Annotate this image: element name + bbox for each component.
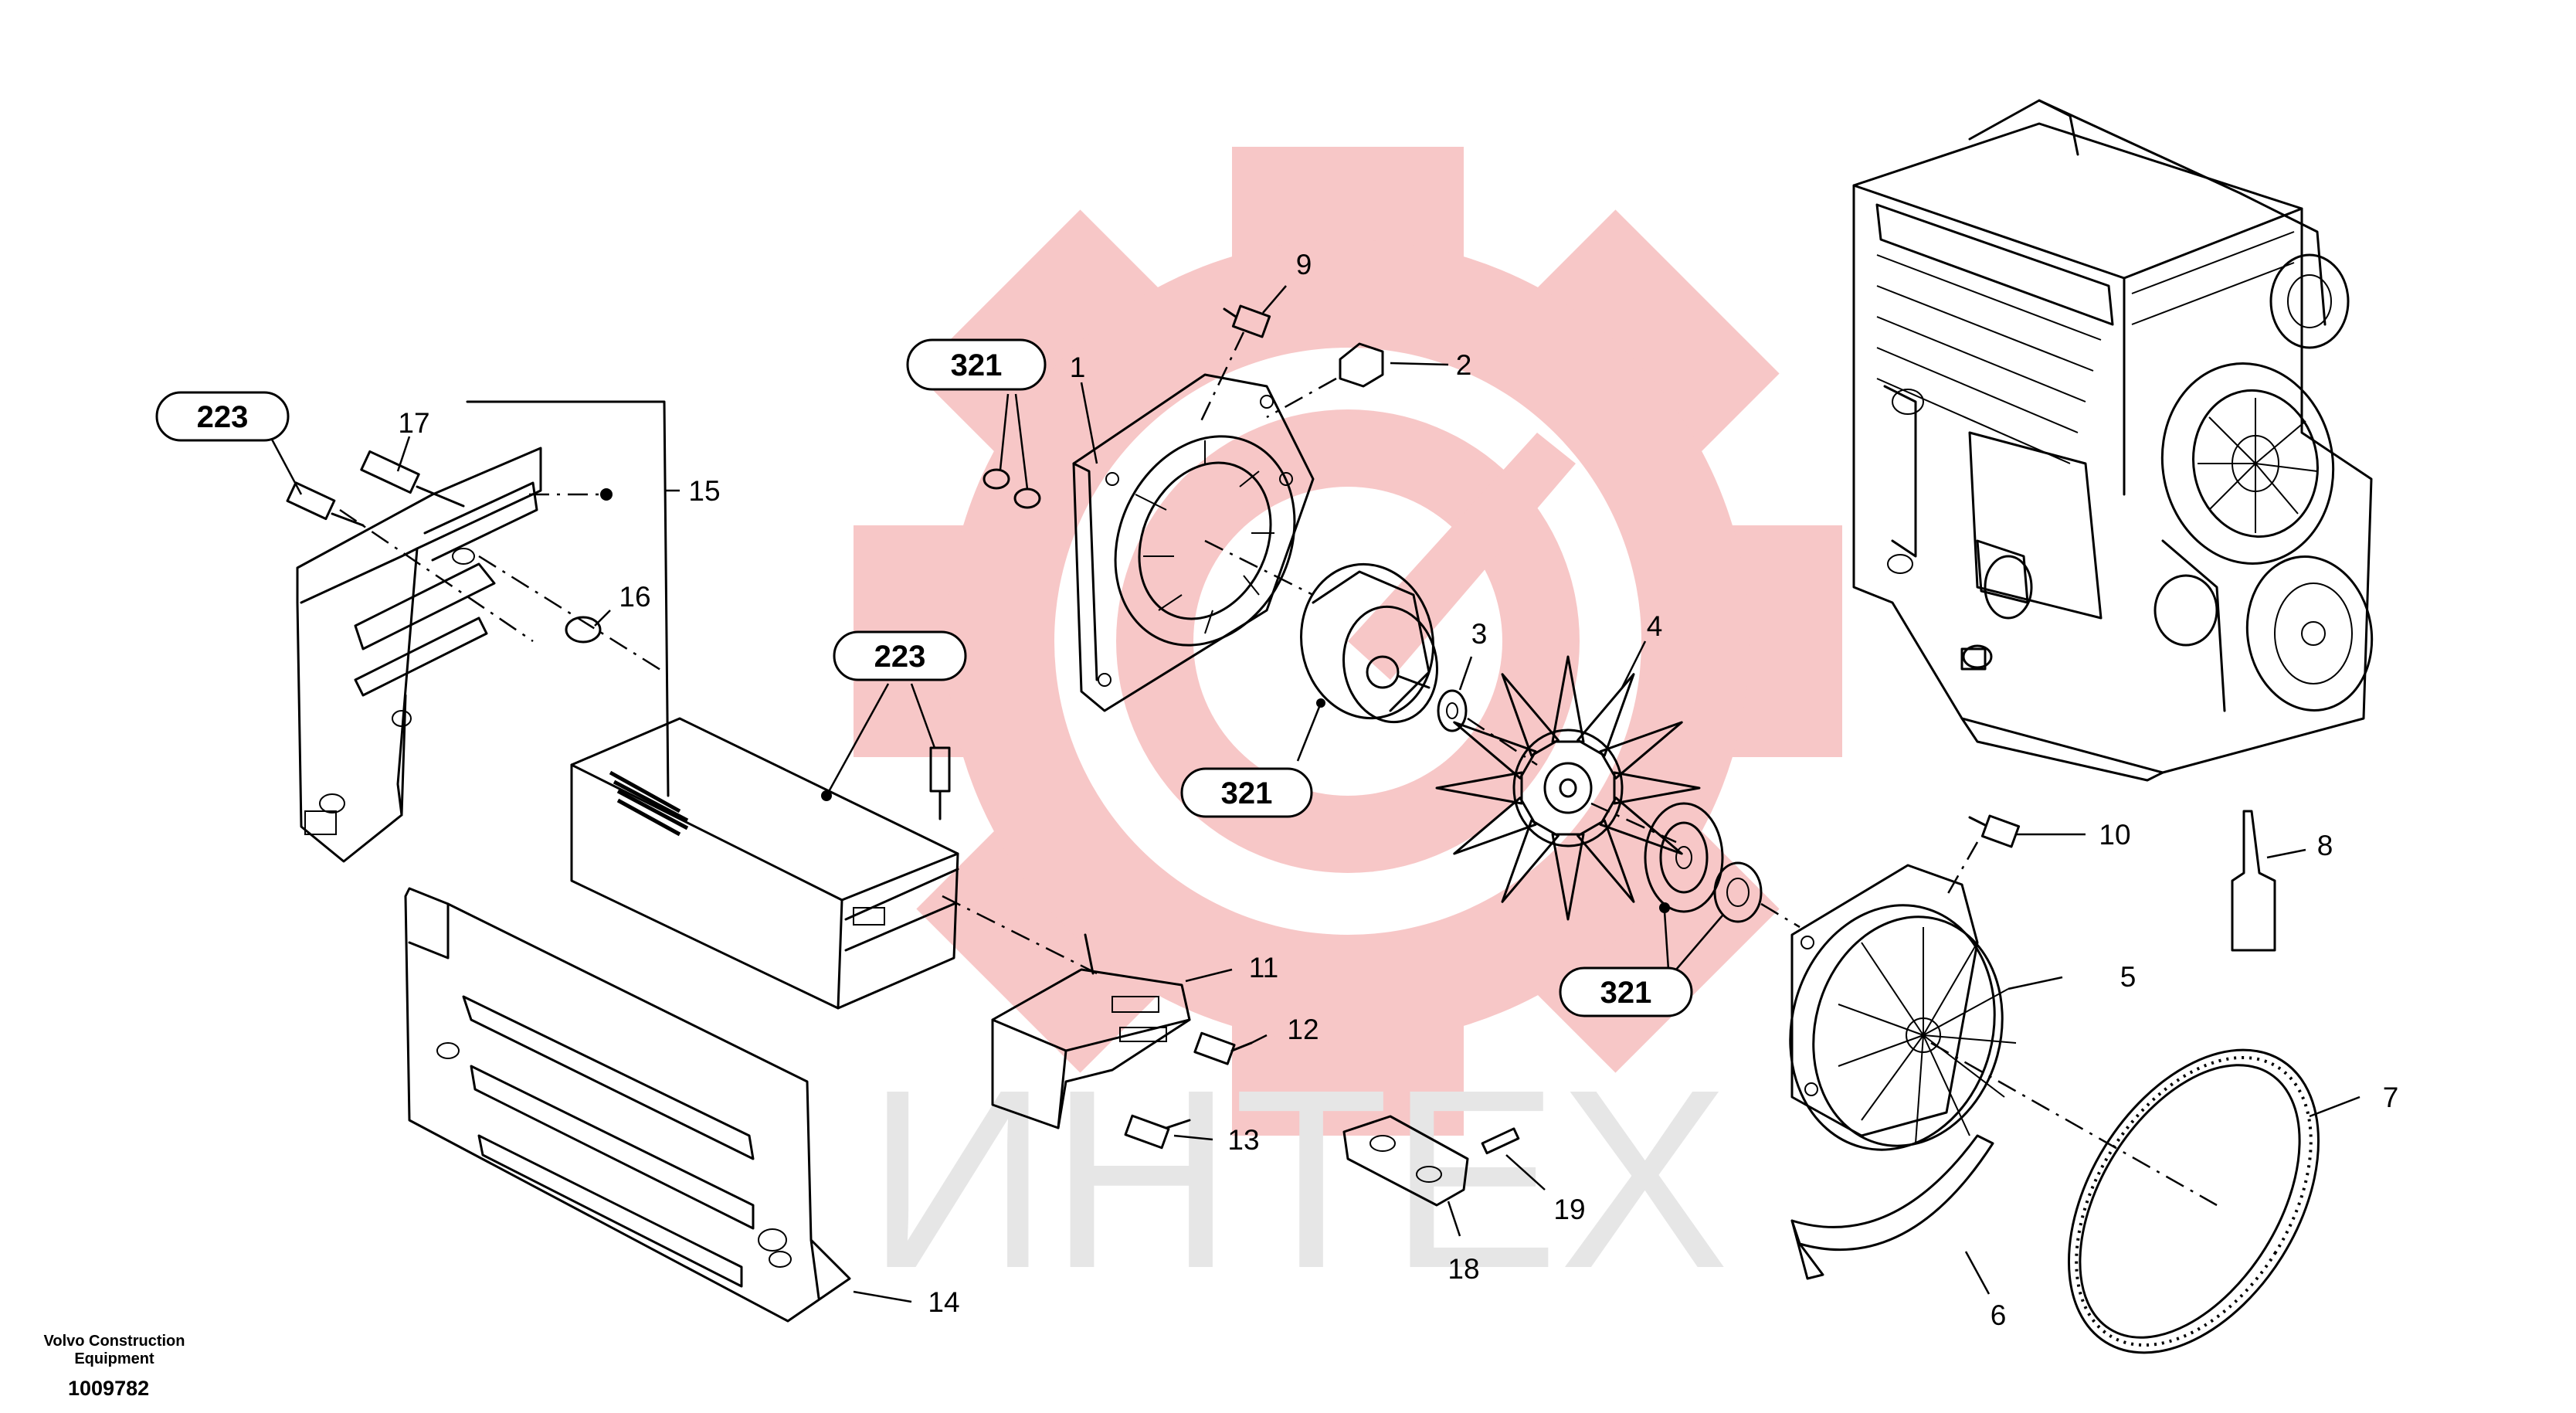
svg-text:223: 223 — [874, 640, 926, 674]
part-7-ring — [2067, 1048, 2360, 1354]
part-2-mount — [1266, 342, 1449, 419]
svg-text:321: 321 — [1600, 976, 1652, 1010]
callout-4: 4 — [1647, 610, 1663, 642]
callout-1: 1 — [1070, 352, 1086, 383]
engine — [1852, 99, 2374, 782]
drawing-number: 1009782 — [68, 1377, 149, 1400]
part-321a-nuts — [983, 393, 1041, 509]
callout-18: 18 — [1448, 1253, 1479, 1285]
part-16-nut — [565, 610, 611, 644]
callout-7: 7 — [2383, 1082, 2399, 1113]
part-11-bracket — [991, 933, 1233, 1129]
pulley — [1644, 802, 1724, 913]
callout-3: 3 — [1471, 618, 1488, 650]
callout-10: 10 — [2099, 819, 2130, 851]
callout-15: 15 — [688, 475, 720, 507]
part-8-tube — [2231, 810, 2306, 952]
part-4-fan — [1435, 640, 1701, 921]
callout-19: 19 — [1553, 1194, 1585, 1225]
pulley-nut — [1663, 861, 1800, 970]
reference-tag-321a: 321 — [906, 338, 1047, 391]
part-17-bolt — [360, 436, 465, 508]
watermark-gear-icon — [854, 147, 1842, 1136]
callout-2: 2 — [1456, 349, 1472, 381]
part-223b-bolt — [910, 683, 951, 820]
watermark-text: ИНТЕХ — [866, 1036, 1729, 1321]
part-12-bolt — [1193, 1031, 1268, 1065]
callouts: 1 2 3 4 5 6 7 8 9 10 11 12 13 14 15 16 1… — [398, 249, 2398, 1331]
part-18-bracket — [1342, 1115, 1469, 1237]
callout-6: 6 — [1991, 1299, 2007, 1331]
part-9-bolt — [1200, 285, 1287, 422]
callout-9: 9 — [1296, 249, 1312, 280]
part-13-bolt — [1124, 1114, 1213, 1150]
callout-14: 14 — [928, 1286, 959, 1318]
part-6-strap — [1790, 1134, 1994, 1295]
alternator — [1296, 562, 1439, 762]
callout-13: 13 — [1227, 1124, 1259, 1156]
reference-tag-223b: 223 — [833, 630, 967, 681]
callout-16: 16 — [619, 581, 650, 613]
part-223a-bolt — [269, 436, 365, 527]
part-14-cover-plate — [404, 887, 912, 1323]
callout-12: 12 — [1287, 1014, 1319, 1045]
part-19-pin — [1481, 1127, 1546, 1191]
reference-tag-321c: 321 — [1559, 966, 1693, 1017]
part-5-blower — [1789, 864, 2218, 1207]
part-15-bracket — [296, 400, 680, 863]
svg-text:321: 321 — [951, 348, 1003, 382]
footer: Volvo Construction Equipment 1009782 — [44, 1333, 185, 1400]
callout-5: 5 — [2120, 961, 2136, 993]
reference-tag-321b: 321 — [1180, 767, 1313, 818]
company-name-line2: Equipment — [74, 1350, 154, 1367]
part-1-fan-housing — [1072, 373, 1315, 712]
callout-17: 17 — [398, 407, 429, 439]
control-box — [570, 683, 1098, 1010]
reference-tag-223a: 223 — [155, 391, 290, 442]
part-10-bolt — [1945, 814, 2086, 897]
svg-text:223: 223 — [197, 400, 249, 434]
callout-11: 11 — [1249, 952, 1278, 983]
part-3-washer — [1437, 656, 1473, 732]
svg-text:321: 321 — [1221, 776, 1273, 810]
callout-8: 8 — [2317, 830, 2333, 861]
company-name-line1: Volvo Construction — [44, 1333, 185, 1350]
